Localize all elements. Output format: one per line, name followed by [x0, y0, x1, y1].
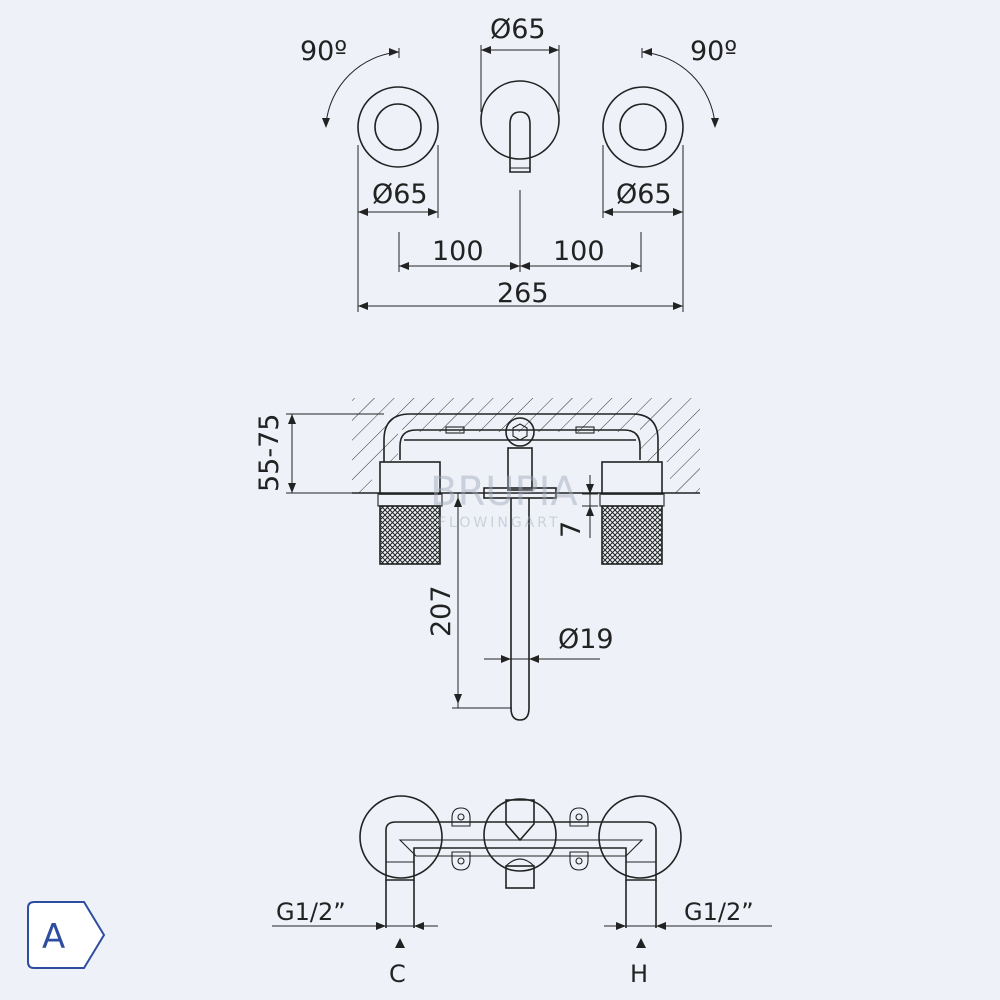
centre-hub [505, 417, 535, 447]
right-handle-diameter-label: Ø65 [616, 179, 672, 210]
right-handle-inner [619, 103, 667, 151]
bottom-body [385, 821, 657, 881]
spout-block-top [505, 799, 535, 842]
rotation-arc-right [641, 51, 716, 125]
watermark-tagline: FLOWINGART [438, 515, 561, 531]
overall-width-label: 265 [497, 278, 549, 309]
spout-pipe-top [509, 111, 531, 173]
gap-label: 7 [556, 521, 587, 538]
left-handle-diameter-label: Ø65 [372, 179, 428, 210]
thread-right-label: G1/2” [684, 898, 754, 926]
spout-rosette [480, 80, 560, 160]
rotation-right-label: 90º [690, 36, 737, 67]
side-view: 55-75 7 207 Ø19 BRUPIA FLOWINGART [254, 398, 700, 721]
variant-badge: A [27, 901, 106, 969]
bottom-right-rosette [598, 795, 682, 879]
screw-left [445, 426, 465, 434]
bottom-left-rosette [359, 795, 443, 879]
spacing-left-label: 100 [432, 236, 484, 267]
variant-badge-label: A [42, 917, 65, 957]
hot-inlet-label: H [630, 960, 648, 988]
spacing-right-label: 100 [553, 236, 605, 267]
spout-diameter-side-label: Ø19 [558, 624, 614, 655]
rotation-arc-left [325, 51, 400, 125]
top-view: 90º 90º Ø65 Ø65 Ø65 100 100 [300, 14, 737, 312]
spout-pipe-side [510, 498, 530, 721]
left-handle-inner [374, 103, 422, 151]
spout-rosette-side [483, 487, 557, 499]
concealed-body-outline [383, 413, 659, 462]
left-handle-outer [357, 86, 439, 168]
cold-inlet-label: C [389, 960, 406, 988]
cold-inlet-marker [395, 938, 405, 948]
screw-right [575, 426, 595, 434]
thread-left-label: G1/2” [276, 898, 346, 926]
wall-depth-label: 55-75 [254, 414, 285, 492]
spout-block-bottom [505, 865, 535, 889]
spout-diameter-label: Ø65 [490, 14, 546, 45]
hot-inlet-marker [636, 938, 646, 948]
rotation-left-label: 90º [300, 36, 347, 67]
right-handle-outer [602, 86, 684, 168]
bottom-view: G1/2” G1/2” C H [272, 795, 772, 988]
bottom-centre-rosette [483, 798, 557, 872]
watermark-brand: BRUPIA [430, 469, 578, 515]
spout-length-label: 207 [426, 585, 457, 637]
right-handle-knurled [601, 505, 663, 565]
left-handle-knurled [379, 505, 441, 565]
